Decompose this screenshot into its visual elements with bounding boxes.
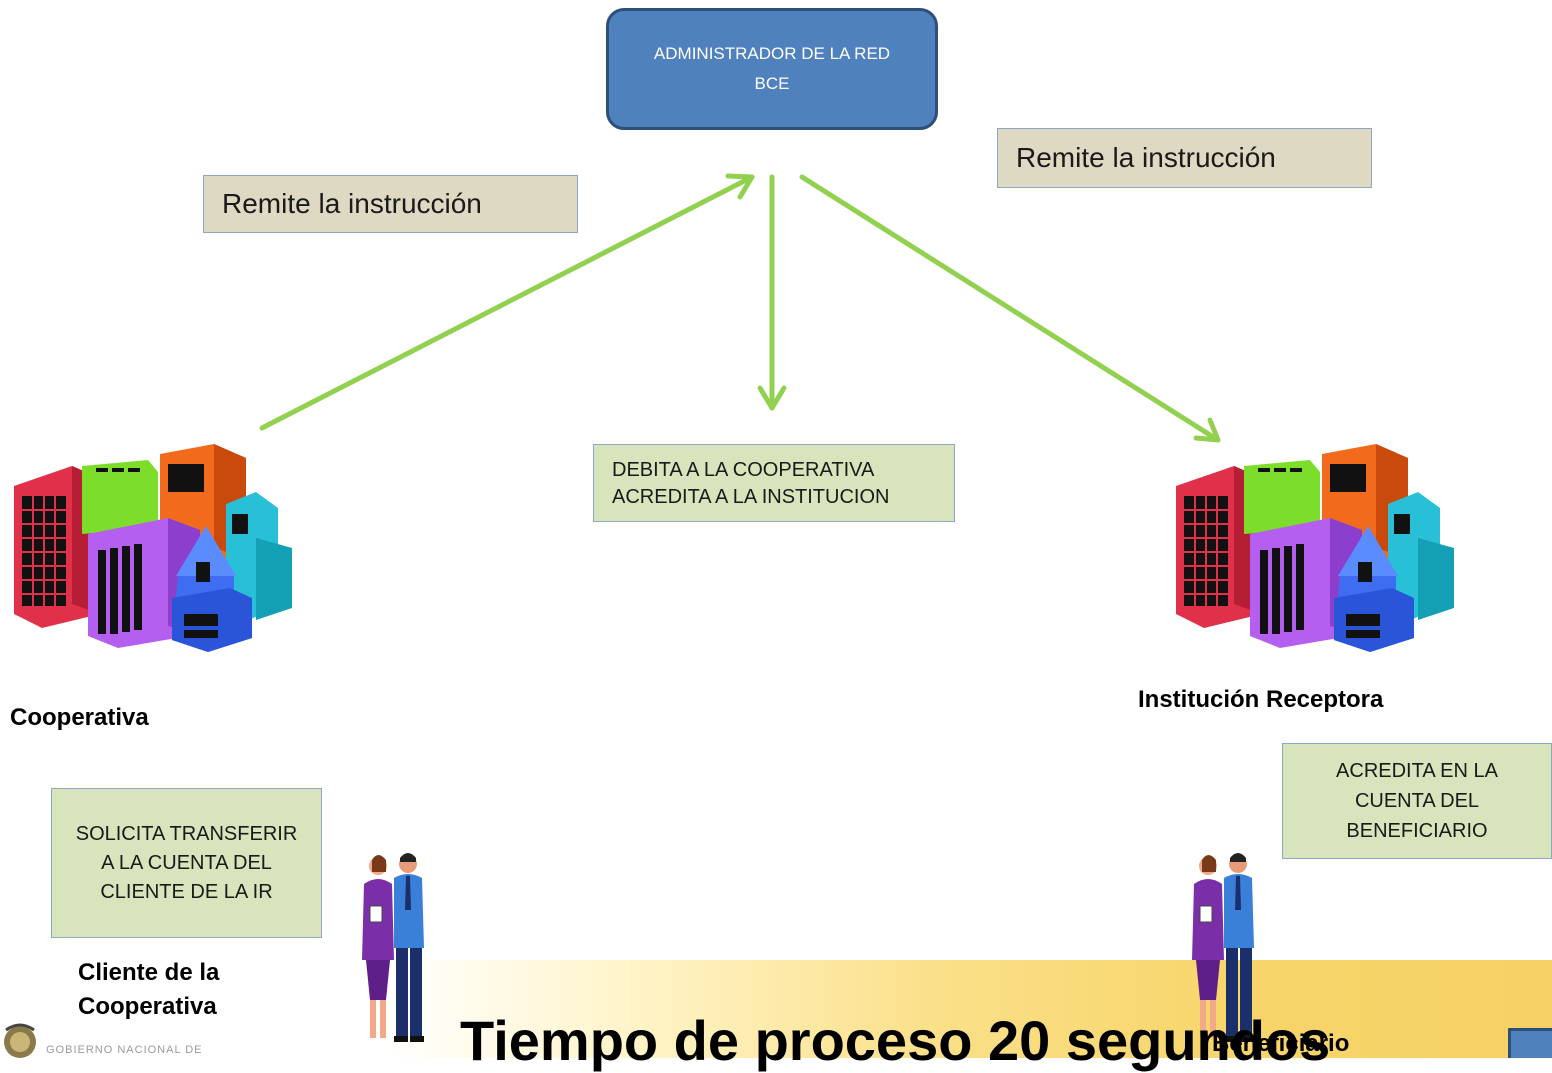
arrowhead-admin-left [725,173,755,200]
cooperativa-buildings-icon [14,444,292,652]
remite-instruccion-left: Remite la instrucción [203,175,578,233]
solicita-label: SOLICITA TRANSFERIR A LA CUENTA DEL CLIE… [75,822,298,903]
arrow-admin-to-institucion [799,174,1221,443]
cliente-label: Cliente de la Cooperativa [78,956,219,1024]
remite-right-label: Remite la instrucción [1016,142,1276,173]
institucion-buildings-icon [1176,444,1454,652]
administrador-label: ADMINISTRADOR DE LA RED BCE [653,44,891,93]
acredita-beneficiario-box: ACREDITA EN LA CUENTA DEL BENEFICIARIO [1282,743,1552,859]
beneficiario-label: Beneficiario [1212,1030,1350,1057]
solicita-transferir-box: SOLICITA TRANSFERIR A LA CUENTA DEL CLIE… [51,788,322,938]
government-logo-text: GOBIERNO NACIONAL DE [46,1044,203,1056]
beneficiario-people-icon [1192,853,1254,1042]
debita-line: DEBITA A LA COOPERATIVA [612,459,875,481]
institucion-label: Institución Receptora [1138,686,1384,713]
government-seal-logo [4,1023,36,1058]
tiempo-proceso-title: Tiempo de proceso 20 segundos [460,1009,1331,1072]
arrowhead-debita [757,385,787,411]
remite-left-label: Remite la instrucción [222,188,482,219]
cliente-line2: Cooperativa [78,993,217,1020]
cooperativa-label: Cooperativa [10,704,149,731]
administrador-node: ADMINISTRADOR DE LA RED BCE [606,8,938,130]
debita-acredita-box: DEBITA A LA COOPERATIVA ACREDITA A LA IN… [593,444,955,522]
remite-instruccion-right: Remite la instrucción [997,128,1372,188]
cliente-line1: Cliente de la [78,959,220,986]
arrowhead-institucion [1193,417,1221,443]
footer-band [0,960,1552,1058]
cliente-people-icon [362,853,424,1042]
corner-slide-button [1508,1028,1552,1058]
acredita-label: ACREDITA EN LA CUENTA DEL BENEFICIARIO [1336,760,1498,842]
arrow-cooperativa-to-admin [259,174,755,431]
acredita-line: ACREDITA A LA INSTITUCION [612,486,890,508]
